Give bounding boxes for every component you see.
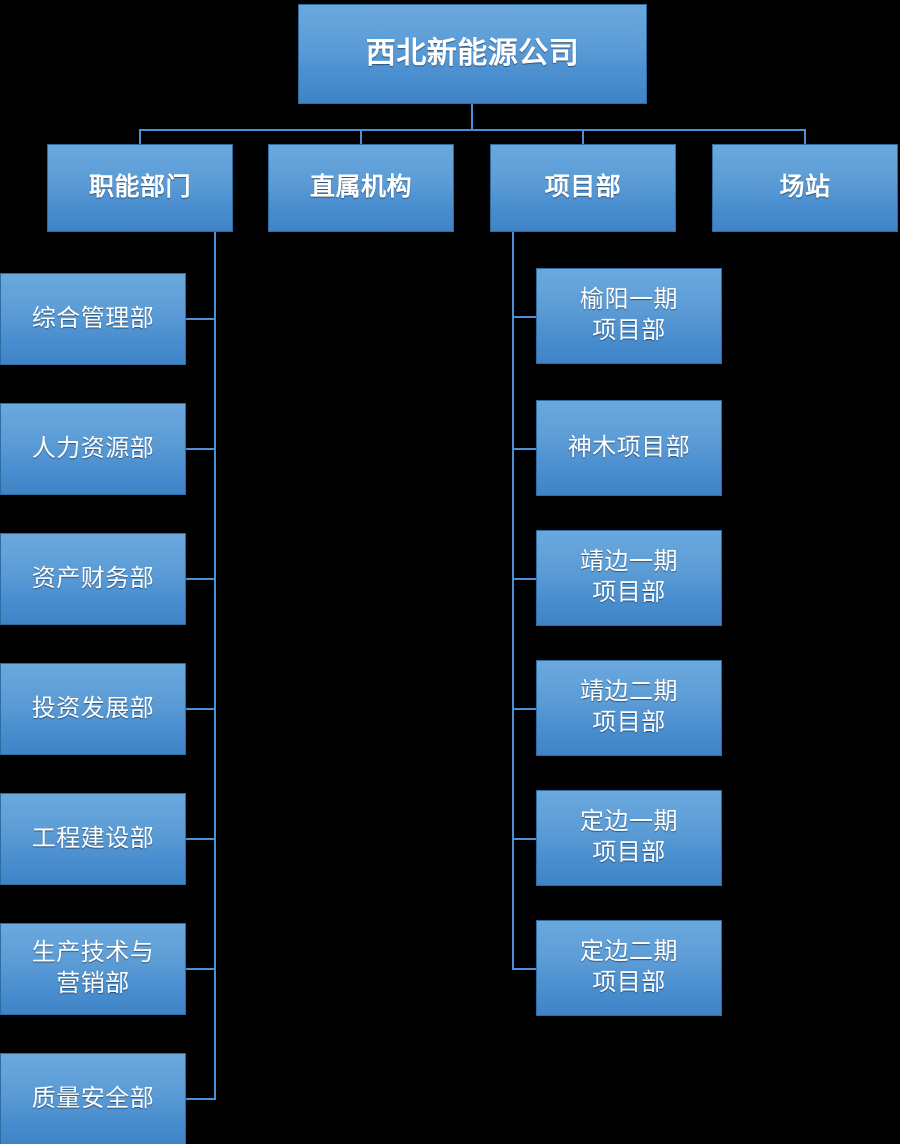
connector-elbow-production-marketing	[186, 968, 216, 970]
connector-level2-bus	[139, 129, 806, 131]
connector-root-stem	[471, 104, 473, 130]
leaf-jingbian-phase1[interactable]: 靖边一期 项目部	[536, 530, 722, 626]
connector-elbow-quality-safety	[186, 1098, 216, 1100]
leaf-dingbian-phase1[interactable]: 定边一期 项目部	[536, 790, 722, 886]
connector-drop-functional	[139, 129, 141, 144]
leaf-shenmu[interactable]: 神木项目部	[536, 400, 722, 496]
connector-elbow-shenmu	[512, 448, 538, 450]
connector-elbow-general-management	[186, 318, 216, 320]
leaf-production-marketing[interactable]: 生产技术与 营销部	[0, 923, 186, 1015]
connector-elbow-investment-development	[186, 708, 216, 710]
node-root-company[interactable]: 西北新能源公司	[298, 4, 647, 104]
connector-elbow-asset-finance	[186, 578, 216, 580]
leaf-asset-finance[interactable]: 资产财务部	[0, 533, 186, 625]
leaf-investment-development[interactable]: 投资发展部	[0, 663, 186, 755]
connector-drop-station	[804, 129, 806, 144]
node-functional-departments[interactable]: 职能部门	[47, 144, 233, 232]
leaf-jingbian-phase2[interactable]: 靖边二期 项目部	[536, 660, 722, 756]
leaf-engineering-construction[interactable]: 工程建设部	[0, 793, 186, 885]
node-direct-institutions[interactable]: 直属机构	[268, 144, 454, 232]
leaf-general-management[interactable]: 综合管理部	[0, 273, 186, 365]
node-project-departments[interactable]: 项目部	[490, 144, 676, 232]
connector-elbow-human-resources	[186, 448, 216, 450]
leaf-human-resources[interactable]: 人力资源部	[0, 403, 186, 495]
leaf-yuyang-phase1[interactable]: 榆阳一期 项目部	[536, 268, 722, 364]
connector-elbow-dingbian-phase2	[512, 968, 538, 970]
connector-functional-trunk	[214, 232, 216, 1098]
connector-elbow-jingbian-phase1	[512, 578, 538, 580]
leaf-dingbian-phase2[interactable]: 定边二期 项目部	[536, 920, 722, 1016]
leaf-quality-safety[interactable]: 质量安全部	[0, 1053, 186, 1144]
connector-project-trunk	[512, 232, 514, 970]
connector-drop-project	[582, 129, 584, 144]
node-stations[interactable]: 场站	[712, 144, 898, 232]
connector-drop-institution	[360, 129, 362, 144]
connector-elbow-jingbian-phase2	[512, 708, 538, 710]
connector-elbow-engineering-construction	[186, 838, 216, 840]
connector-elbow-yuyang-phase1	[512, 316, 538, 318]
connector-elbow-dingbian-phase1	[512, 838, 538, 840]
